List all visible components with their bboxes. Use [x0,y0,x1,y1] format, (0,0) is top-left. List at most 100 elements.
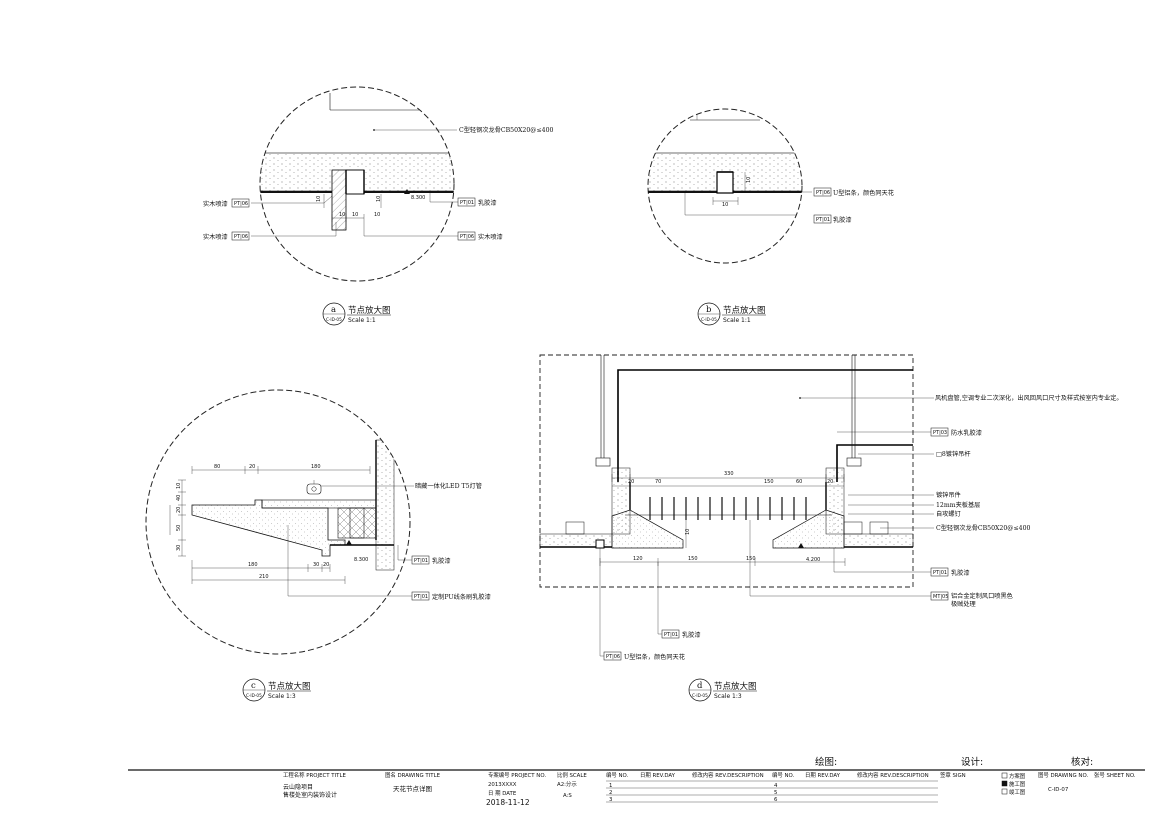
svg-text:4.200: 4.200 [806,557,820,563]
svg-text:PT|03: PT|03 [933,430,947,436]
svg-text:20: 20 [249,464,255,470]
svg-text:施工图: 施工图 [1009,780,1025,788]
detail-d-hanger-label: 镀锌吊件 [936,491,961,499]
material-tag [930,591,949,601]
detail-d-rod-label: □8镀锌吊杆 [936,450,971,458]
drawing-number: C-ID-07 [1048,787,1068,793]
detail-a-wood-label-2: 实木喷漆 [203,233,228,241]
level-marker-icon [404,189,410,194]
detail-c-elev: 8.300 [354,557,368,563]
svg-text:C-ID-05: C-ID-05 [692,693,708,698]
svg-text:日期 REV.DAY: 日期 REV.DAY [805,772,841,779]
detail-a-wood-label-1: 实木喷漆 [203,200,228,208]
detail-d-texts: 20 70 330 150 60 20 10 120 150 150 4.200… [599,394,1123,702]
detail-c-title: 节点放大图 [268,681,311,692]
material-tag [930,427,949,437]
svg-text:PT|06: PT|06 [460,234,474,240]
svg-text:PT|01: PT|01 [460,200,474,206]
hanger-bolt-icon [846,457,862,467]
detail-d-alu2-label: 极贼处理 [951,600,976,608]
detail-a-dim-5: 10 [376,196,382,202]
svg-text:C-ID-05: C-ID-05 [246,693,262,698]
svg-text:比例 SCALE: 比例 SCALE [557,771,587,779]
svg-text:80: 80 [214,464,220,470]
drawing-name: 天花节点详图 [393,784,432,793]
svg-text:方案图: 方案图 [1009,772,1025,780]
sign-check: 核对: [1071,756,1093,768]
svg-text:PT|06: PT|06 [234,201,248,207]
svg-text:330: 330 [724,471,734,477]
detail-b: 10 10 PT|06 U型铝条，颜色同天花 PT|01 乳胶漆 b C-ID-… [647,108,894,326]
svg-text:150: 150 [688,556,698,562]
svg-text:专案编号 PROJECT NO.: 专案编号 PROJECT NO. [488,771,546,779]
led-light-icon [306,483,322,495]
detail-c-led-label: 暗藏一体化LED T5灯管 [415,482,482,490]
svg-text:120: 120 [633,556,643,562]
svg-text:PT|06: PT|06 [606,654,620,660]
detail-b-callout: b C-ID-05 节点放大图 Scale 1:1 [697,302,766,326]
svg-text:5: 5 [774,790,777,796]
detail-d-latex-b-label: 乳胶漆 [682,631,701,639]
svg-text:150: 150 [764,479,774,485]
detail-a-dim-4: 10 [316,196,322,202]
svg-text:修改内容 REV.DESCRIPTION: 修改内容 REV.DESCRIPTION [857,771,929,779]
svg-text:20: 20 [323,562,329,568]
project-name-2: 售楼处室内装饰设计 [283,791,337,799]
detail-b-latex-label: 乳胶漆 [833,216,852,224]
drawing-date: 2018-11-12 [486,798,530,807]
svg-text:50: 50 [176,525,182,531]
svg-text:2: 2 [609,790,612,796]
sign-design: 设计: [961,756,983,768]
detail-d-alu-label: 铝合金定制风口喷黑色 [951,592,1013,600]
svg-text:签章 SIGN: 签章 SIGN [940,771,966,779]
svg-text:180: 180 [248,562,258,568]
detail-c-callout: c C-ID-05 节点放大图 Scale 1:3 [242,678,311,702]
detail-b-title: 节点放大图 [723,305,766,316]
svg-text:张号 SHEET NO.: 张号 SHEET NO. [1094,771,1136,779]
material-tag [457,197,476,207]
detail-a-wood-label-3: 实木喷漆 [478,233,503,241]
svg-text:C-ID-05: C-ID-05 [326,317,342,322]
svg-text:日 期 DATE: 日 期 DATE [488,790,517,797]
svg-text:PT|01: PT|01 [414,558,428,564]
material-tag [603,651,622,661]
svg-text:A2:分示: A2:分示 [557,780,577,788]
detail-a-callout: a C-ID-05 节点放大图 Scale 1:1 [322,302,391,326]
detail-a: 10 10 10 10 10 C型轻钢次龙骨CB50X20@≤400 8.300… [203,86,554,326]
svg-text:180: 180 [311,464,321,470]
detail-d-screw-label: 自攻螺钉 [936,510,961,518]
svg-text:工程名称 PROJECT TITLE: 工程名称 PROJECT TITLE [283,771,346,779]
checkbox-construction [1001,780,1008,787]
title-block: 工程名称 PROJECT TITLE 云山隐项目 售楼处室内装饰设计 图名 DR… [128,769,1145,807]
svg-text:40: 40 [176,495,182,501]
svg-text:6: 6 [774,797,778,803]
svg-text:图名 DRAWING TITLE: 图名 DRAWING TITLE [385,771,441,779]
detail-a-keel-label: C型轻钢次龙骨CB50X20@≤400 [459,126,554,134]
detail-d-scale: Scale 1:3 [714,693,742,700]
detail-a-dim-2: 10 [352,212,358,218]
svg-text:竣工图: 竣工图 [1009,788,1025,796]
project-name-1: 云山隐项目 [283,783,313,791]
air-vent-grille-icon [649,497,807,520]
detail-d-board-label: 12mm夹板基层 [936,501,980,509]
detail-a-title: 节点放大图 [348,305,391,316]
svg-text:210: 210 [259,574,269,580]
svg-text:修改内容 REV.DESCRIPTION: 修改内容 REV.DESCRIPTION [692,771,764,779]
detail-d-latex-r-label: 乳胶漆 [951,569,970,577]
detail-a-dim-3: 10 [374,212,380,218]
svg-text:PT|01: PT|01 [933,570,947,576]
detail-b-dim-1: 10 [722,202,728,208]
svg-text:150: 150 [746,556,756,562]
material-tag [661,629,680,639]
svg-text:图号 DRAWING NO.: 图号 DRAWING NO. [1038,771,1088,779]
material-tag [457,231,476,241]
detail-c-pu-label: 定制PU线条刷乳胶漆 [432,593,491,601]
svg-text:b: b [706,305,712,315]
detail-d-keel-label: C型轻钢次龙骨CB50X20@≤400 [936,524,1031,532]
detail-c-latex-label: 乳胶漆 [432,557,451,565]
detail-a-latex-label: 乳胶漆 [478,199,497,207]
svg-text:2013XXXX: 2013XXXX [488,782,517,788]
material-tag [231,198,250,208]
svg-text:4: 4 [774,783,778,789]
